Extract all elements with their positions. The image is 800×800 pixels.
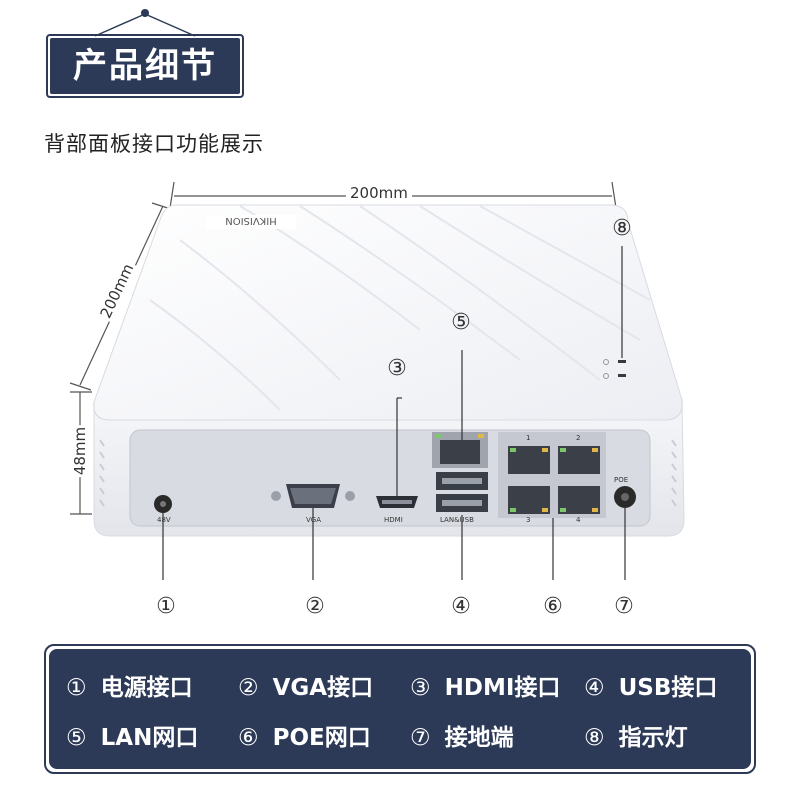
- indicator-leds: [603, 359, 626, 379]
- callout-8: ⑧: [612, 216, 632, 241]
- legend-num: ①: [66, 675, 87, 701]
- legend-label: 指示灯: [618, 725, 688, 751]
- legend-label: 电源接口: [100, 675, 193, 701]
- legend-label: 接地端: [444, 725, 514, 751]
- legend-label: HDMI接口: [444, 675, 561, 701]
- power-port: [154, 495, 172, 513]
- legend-item-lan: ⑤ LAN网口: [66, 718, 198, 752]
- ground-terminal-label: POE: [614, 476, 628, 484]
- legend-num: ⑥: [238, 725, 259, 751]
- ground-terminal: [614, 486, 636, 508]
- poe-port-num-1: 1: [526, 434, 530, 442]
- callout-6: ⑥: [543, 594, 563, 619]
- device-illustration: HIKVISION 48V VGA HDMI LAN&USB: [69, 181, 685, 580]
- lan-usb-port: [432, 432, 488, 512]
- legend-num: ②: [238, 675, 259, 701]
- callout-5: ⑤: [451, 310, 471, 335]
- header-frame: [46, 34, 244, 98]
- legend-num: ⑧: [584, 725, 605, 751]
- hdmi-port-label: HDMI: [384, 516, 403, 524]
- legend-item-hdmi: ③ HDMI接口: [410, 668, 560, 702]
- power-port-label: 48V: [157, 516, 171, 524]
- poe-port-num-2: 2: [576, 434, 580, 442]
- callout-2: ②: [305, 594, 325, 619]
- legend-item-vga: ② VGA接口: [238, 668, 373, 702]
- callout-4: ④: [451, 594, 471, 619]
- legend-num: ⑤: [66, 725, 87, 751]
- header-hanger-lines: [94, 9, 196, 37]
- legend-num: ⑦: [410, 725, 431, 751]
- legend-item-usb: ④ USB接口: [584, 668, 717, 702]
- poe-port-num-4: 4: [576, 516, 581, 524]
- poe-ports: [498, 432, 606, 518]
- callout-1: ①: [156, 594, 176, 619]
- lan-usb-port-label: LAN&USB: [440, 516, 474, 524]
- brand-logo: HIKVISION: [225, 215, 276, 226]
- legend-frame: [44, 644, 756, 774]
- dimension-width: 200mm: [346, 184, 412, 202]
- legend-item-indicator: ⑧ 指示灯: [584, 718, 688, 752]
- legend-item-poe: ⑥ POE网口: [238, 718, 371, 752]
- callout-3: ③: [387, 356, 407, 381]
- legend-label: VGA接口: [272, 675, 374, 701]
- vga-port-label: VGA: [306, 516, 321, 524]
- legend-label: POE网口: [272, 725, 371, 751]
- legend-num: ③: [410, 675, 431, 701]
- callout-7: ⑦: [614, 594, 634, 619]
- legend-item-power: ① 电源接口: [66, 668, 193, 702]
- legend-label: LAN网口: [100, 725, 199, 751]
- dimension-height: 48mm: [71, 424, 90, 478]
- poe-port-num-3: 3: [526, 516, 530, 524]
- hdmi-port: [376, 496, 418, 508]
- section-subtitle: 背部面板接口功能展示: [44, 132, 264, 156]
- page-title: 产品细节: [50, 38, 240, 94]
- legend-item-ground: ⑦ 接地端: [410, 718, 514, 752]
- vga-port: [271, 484, 355, 508]
- legend-num: ④: [584, 675, 605, 701]
- legend-panel: [49, 649, 751, 769]
- legend-label: USB接口: [618, 675, 718, 701]
